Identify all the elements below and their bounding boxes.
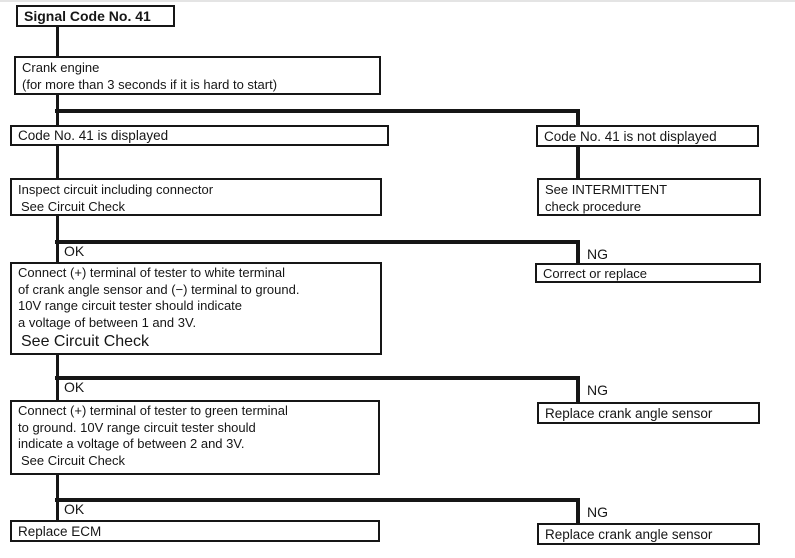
connector-line	[576, 146, 580, 179]
correct-or-replace-label: Correct or replace	[543, 266, 648, 281]
correct-or-replace-box: Correct or replace	[535, 263, 761, 283]
intermittent-check-line: check procedure	[545, 198, 642, 214]
connector-line	[576, 109, 580, 126]
green-terminal-test-line: indicate a voltage of between 2 and 3V.	[18, 436, 245, 451]
see-circuit-check-emphasis: See Circuit Check	[21, 333, 150, 350]
crank-engine-box: Crank engine (for more than 3 seconds if…	[14, 56, 381, 95]
inspect-circuit-line: Inspect circuit including connector	[18, 182, 214, 197]
connector-line	[55, 109, 580, 113]
code-displayed-label: Code No. 41 is displayed	[18, 128, 169, 143]
white-terminal-test-line: of crank angle sensor and (−) terminal t…	[18, 281, 300, 297]
crank-engine-line: Crank engine	[22, 60, 100, 75]
connector-line	[576, 498, 580, 524]
intermittent-check-line: See INTERMITTENT	[545, 182, 668, 197]
inspect-circuit-line: See Circuit Check	[21, 198, 126, 214]
ok-label: OK	[64, 243, 85, 259]
inspect-circuit-box: Inspect circuit including connector See …	[10, 178, 382, 216]
ng-label: NG	[587, 382, 608, 398]
signal-code-box: Signal Code No. 41	[16, 5, 175, 27]
signal-code-label: Signal Code No. 41	[24, 8, 151, 24]
code-not-displayed-box: Code No. 41 is not displayed	[536, 125, 759, 147]
connector-line	[576, 376, 580, 403]
replace-crank-angle-sensor-label: Replace crank angle sensor	[545, 527, 713, 542]
ok-label: OK	[64, 501, 85, 517]
code-not-displayed-label: Code No. 41 is not displayed	[544, 129, 717, 144]
connector-line	[55, 376, 580, 380]
connector-line	[55, 498, 580, 502]
connector-line	[56, 215, 59, 263]
ng-label: NG	[587, 504, 608, 520]
replace-ecm-label: Replace ECM	[18, 524, 102, 539]
intermittent-check-box: See INTERMITTENT check procedure	[537, 178, 761, 216]
white-terminal-test-box: Connect (+) terminal of tester to white …	[10, 262, 382, 355]
ok-label: OK	[64, 379, 85, 395]
replace-ecm-box: Replace ECM	[10, 520, 380, 542]
connector-line	[56, 145, 59, 179]
white-terminal-test-line: a voltage of between 1 and 3V.	[18, 314, 197, 330]
green-terminal-test-line: to ground. 10V range circuit tester shou…	[18, 419, 256, 435]
green-terminal-test-line: Connect (+) terminal of tester to green …	[18, 403, 288, 418]
white-terminal-test-line: 10V range circuit tester should indicate	[18, 298, 243, 313]
connector-line	[55, 240, 580, 244]
green-terminal-test-line: See Circuit Check	[21, 452, 126, 468]
crank-engine-line: (for more than 3 seconds if it is hard t…	[22, 76, 278, 92]
scan-artifact	[0, 0, 795, 2]
connector-line	[56, 25, 59, 57]
connector-line	[56, 473, 59, 521]
replace-crank-angle-sensor-box-2: Replace crank angle sensor	[537, 523, 760, 545]
white-terminal-test-line: Connect (+) terminal of tester to white …	[18, 265, 285, 280]
green-terminal-test-box: Connect (+) terminal of tester to green …	[10, 400, 380, 475]
ng-label: NG	[587, 246, 608, 262]
replace-crank-angle-sensor-label: Replace crank angle sensor	[545, 406, 713, 421]
connector-line	[576, 240, 580, 264]
code-displayed-box: Code No. 41 is displayed	[10, 125, 389, 146]
replace-crank-angle-sensor-box-1: Replace crank angle sensor	[537, 402, 760, 424]
